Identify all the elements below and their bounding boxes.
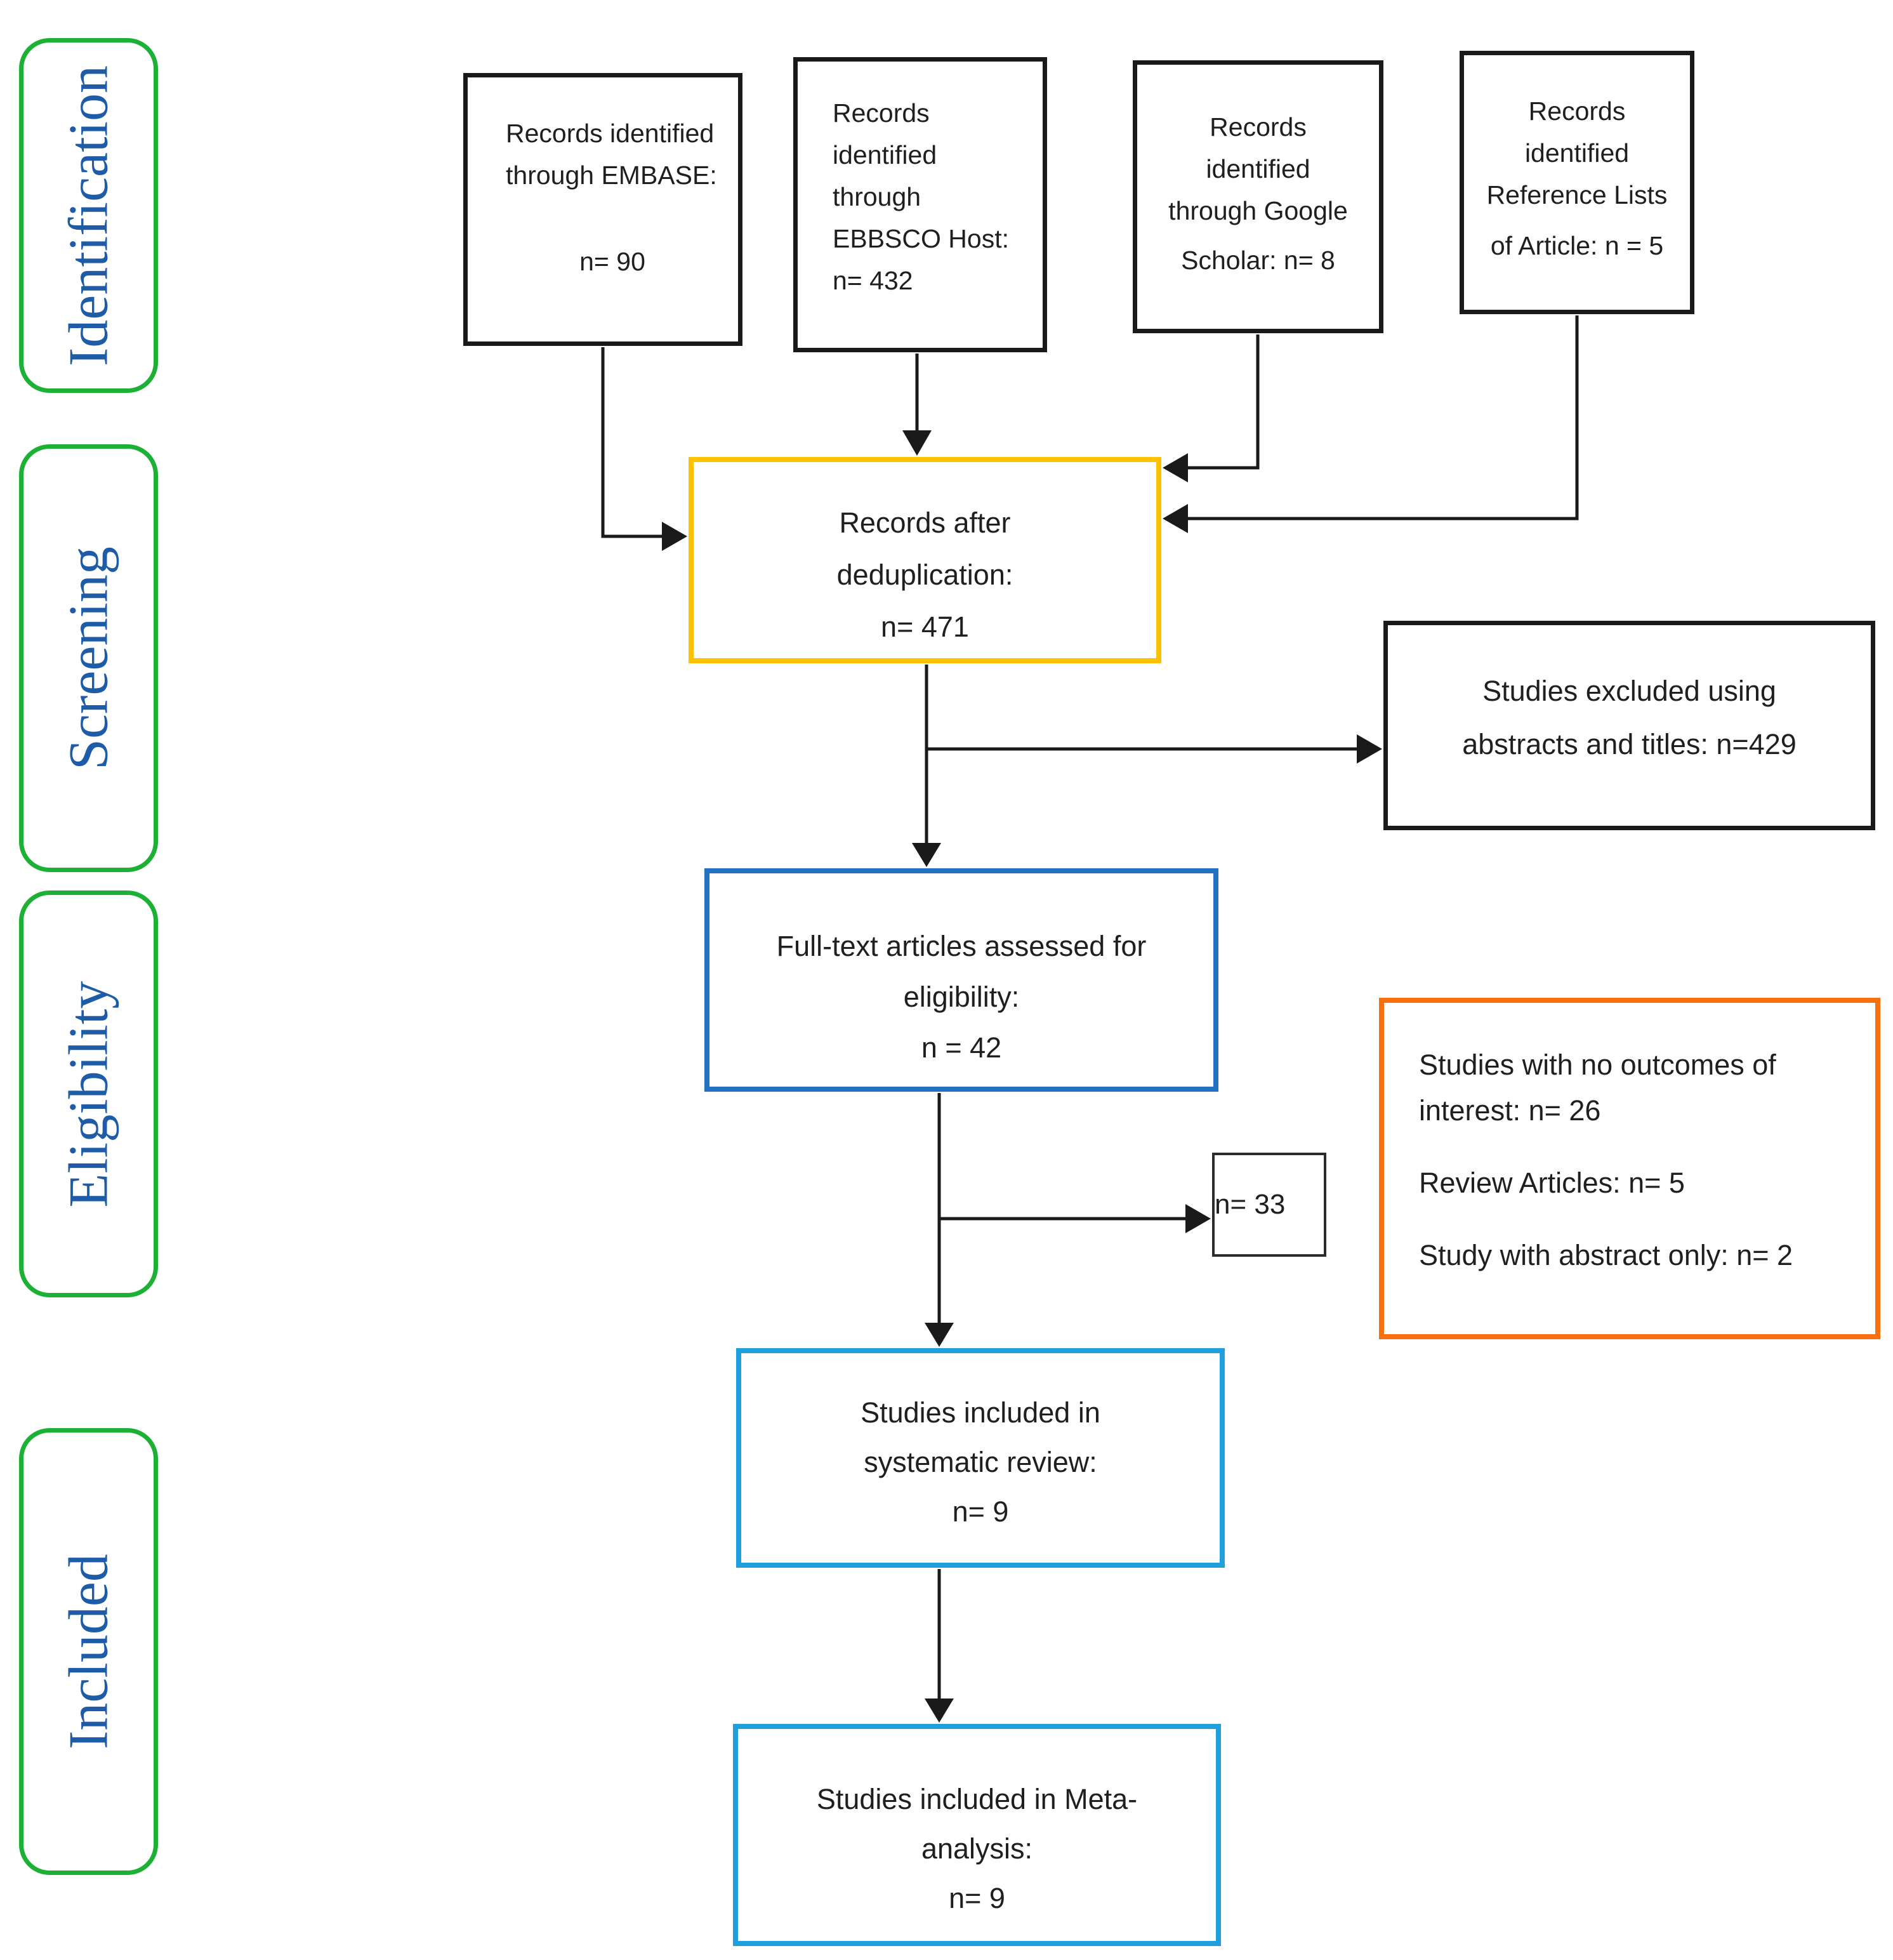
arrow-line <box>1188 334 1260 470</box>
stage-identification: Identification <box>19 38 158 393</box>
box-count: n= 90 <box>579 247 645 276</box>
meta-analysis-box: Studies included in Meta- analysis: n= 9 <box>733 1724 1221 1946</box>
records-reference-lists-box: Records identified Reference Lists of Ar… <box>1460 51 1694 314</box>
box-text-line: systematic review: <box>864 1446 1097 1478</box>
box-text-line: Records after <box>839 507 1011 539</box>
box-text-line: Studies excluded using <box>1482 675 1776 707</box>
box-text-line: through Google <box>1168 196 1348 225</box>
box-count: n= 33 <box>1215 1189 1286 1220</box>
box-count: Scholar: n= 8 <box>1181 246 1335 275</box>
arrow-fulltext-to-sysreview <box>925 1093 954 1347</box>
box-text-line: identified <box>833 140 937 169</box>
arrowhead-down-icon <box>925 1698 954 1723</box>
records-after-deduplication-box: Records after deduplication: n= 471 <box>689 457 1161 663</box>
box-text-line: abstracts and titles: n=429 <box>1462 728 1797 760</box>
arrowhead-right-icon <box>662 522 687 551</box>
stage-eligibility: Eligibility <box>19 891 158 1297</box>
box-text-line: through <box>833 182 921 211</box>
box-text-line: interest: n= 26 <box>1419 1094 1601 1127</box>
arrow-dedup-to-fulltext <box>912 665 941 867</box>
arrowhead-down-icon <box>912 843 941 867</box>
excluded-count-box: n= 33 <box>1212 1153 1326 1257</box>
box-text-line: analysis: <box>921 1832 1033 1865</box>
arrowhead-down-icon <box>902 430 932 456</box>
box-text-line: eligibility: <box>903 981 1020 1013</box>
box-text-line: identified <box>1206 154 1310 183</box>
box-text-line: Records <box>833 98 930 128</box>
box-text-line: identified <box>1524 138 1630 168</box>
arrowhead-right-icon <box>1357 734 1382 764</box>
records-google-scholar-box: Records identified through Google Schola… <box>1133 60 1383 333</box>
box-text-line: Studies included in Meta- <box>816 1783 1138 1815</box>
arrow-dedup-to-excluded <box>927 734 1382 764</box>
box-text-line: Study with abstract only: n= 2 <box>1419 1239 1793 1271</box>
arrow-line <box>1188 315 1579 520</box>
arrowhead-left-icon <box>1163 504 1188 533</box>
box-text-line: Reference Lists <box>1486 180 1668 209</box>
box-count: n= 471 <box>881 611 969 643</box>
box-text-line: Studies included in <box>861 1396 1100 1429</box>
box-count: of Article: n = 5 <box>1490 231 1664 260</box>
arrow-google-to-dedup <box>1163 334 1260 482</box>
records-ebbsco-box: Records identified through EBBSCO Host: … <box>793 57 1047 352</box>
systematic-review-box: Studies included in systematic review: n… <box>736 1348 1225 1568</box>
arrow-ebbsco-to-dedup <box>902 354 932 456</box>
box-text-line: EBBSCO Host: <box>833 224 1009 253</box>
box-count: n = 42 <box>921 1031 1002 1064</box>
arrow-sysreview-to-meta <box>925 1569 954 1723</box>
arrowhead-down-icon <box>925 1323 954 1347</box>
box-count: n= 9 <box>949 1882 1005 1914</box>
box-text-line: Full-text articles assessed for <box>776 930 1147 962</box>
box-text-line: Records identified <box>506 119 715 148</box>
fulltext-assessed-box: Full-text articles assessed for eligibil… <box>704 868 1218 1092</box>
arrow-embase-to-dedup <box>601 347 687 551</box>
box-text-line: Records <box>1528 96 1626 126</box>
box-text-line: Review Articles: n= 5 <box>1419 1167 1685 1199</box>
box-text-line: through EMBASE: <box>506 161 717 190</box>
arrowhead-left-icon <box>1163 453 1188 482</box>
box-count: n= 432 <box>833 266 913 295</box>
records-embase-box: Records identified through EMBASE: n= 90 <box>463 73 742 346</box>
arrowhead-right-icon <box>1185 1204 1211 1233</box>
box-text-line: Records <box>1210 112 1307 142</box>
studies-excluded-box: Studies excluded using abstracts and tit… <box>1383 621 1875 830</box>
stage-screening: Screening <box>19 444 158 872</box>
box-text-line: Studies with no outcomes of <box>1419 1049 1776 1081</box>
box-count: n= 9 <box>952 1495 1009 1528</box>
arrow-fulltext-to-excluded-count <box>939 1204 1211 1233</box>
arrow-line <box>601 347 662 538</box>
arrow-reflists-to-dedup <box>1163 315 1579 533</box>
stage-included: Included <box>19 1428 158 1875</box>
box-text-line: deduplication: <box>836 559 1013 591</box>
exclusion-reasons-box: Studies with no outcomes of interest: n=… <box>1379 998 1880 1339</box>
